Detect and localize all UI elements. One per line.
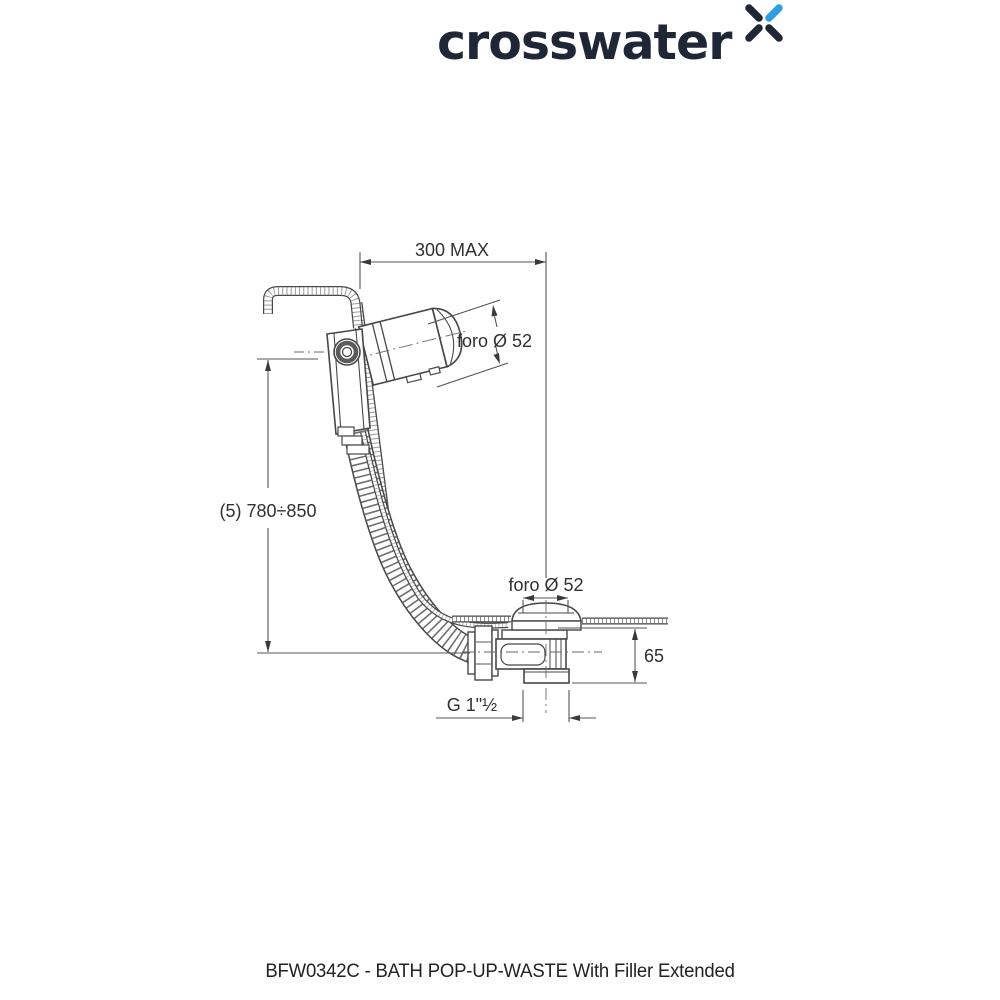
dimension-waste-depth-label: 65 bbox=[644, 646, 664, 666]
bath-rim-hook bbox=[263, 286, 363, 329]
dimension-height-range-label: (5) 780÷850 bbox=[220, 501, 317, 521]
filler-knob bbox=[333, 338, 361, 366]
brand-header: crosswater bbox=[0, 0, 1000, 110]
brand-x-icon bbox=[745, 4, 783, 42]
corrugated-hose bbox=[339, 411, 481, 665]
dimension-filler-hole-label: foro Ø 52 bbox=[457, 331, 532, 351]
filler-body bbox=[352, 307, 468, 387]
pop-up-cable bbox=[360, 431, 509, 629]
brand-wordmark: crosswater bbox=[437, 14, 732, 71]
filler-bracket bbox=[294, 328, 371, 455]
dimension-outlet-thread-label: G 1"½ bbox=[447, 695, 497, 715]
waste-assembly bbox=[462, 600, 602, 713]
dimension-waste-hole: foro Ø 52 bbox=[508, 575, 584, 613]
product-caption: BFW0342C - BATH POP-UP-WASTE With Filler… bbox=[265, 960, 735, 982]
dimension-filler-hole: foro Ø 52 bbox=[427, 299, 532, 388]
dimension-waste-hole-label: foro Ø 52 bbox=[508, 575, 583, 595]
caption-bar: BFW0342C - BATH POP-UP-WASTE With Filler… bbox=[0, 960, 1000, 983]
dimension-300-max-label: 300 MAX bbox=[415, 240, 489, 260]
dimension-height-range: (5) 780÷850 bbox=[220, 358, 470, 654]
dimension-300-max: 300 MAX bbox=[359, 240, 547, 578]
bath-floor-section bbox=[452, 615, 668, 625]
dimension-outlet-thread: G 1"½ bbox=[436, 690, 596, 722]
dimension-waste-depth: 65 bbox=[558, 627, 664, 684]
